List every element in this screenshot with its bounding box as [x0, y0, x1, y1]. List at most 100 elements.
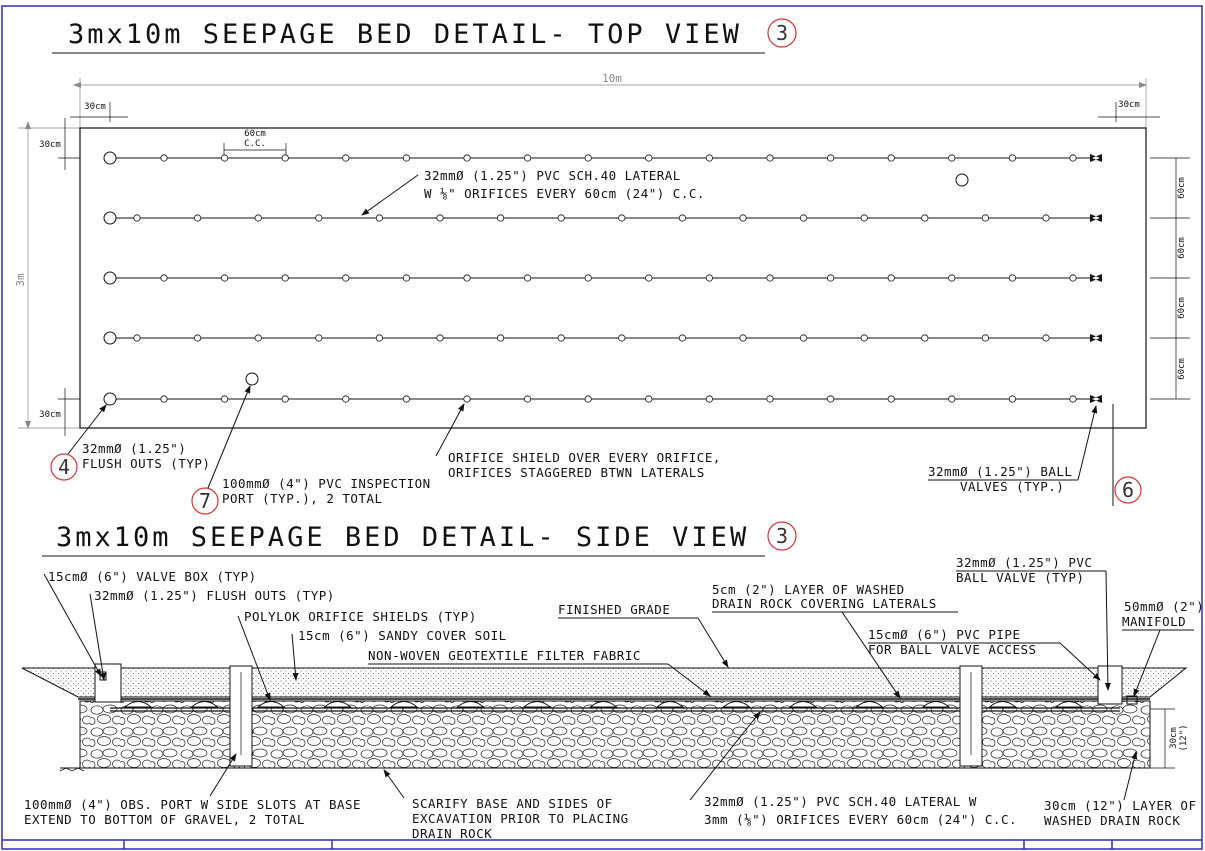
- cover-soil-leader: [291, 633, 299, 681]
- orifice: [826, 154, 835, 162]
- flush-out-leader: [67, 404, 107, 455]
- lateral-3: [103, 271, 1102, 285]
- orifice: [584, 395, 592, 403]
- ball-valve-leader: [1077, 405, 1098, 481]
- depth-label: 30cm: [1169, 727, 1179, 749]
- orifice: [1069, 154, 1077, 162]
- orifice: [826, 395, 835, 403]
- orifice-shield: [323, 701, 352, 708]
- sheet-frame: [1, 5, 1203, 850]
- orifice: [705, 395, 714, 403]
- ball-valve: [1090, 154, 1102, 162]
- orifice-shield: [389, 701, 419, 708]
- orifice: [645, 154, 653, 162]
- orifice-shield: [589, 701, 618, 708]
- scarify-note-line3: DRAIN ROCK: [412, 826, 492, 841]
- orifice-shield: [123, 701, 153, 708]
- orifice: [678, 214, 687, 222]
- orifice-shield: [456, 701, 485, 708]
- scarify-note-line1: SCARIFY BASE AND SIDES OF: [412, 796, 613, 811]
- orifice: [221, 274, 229, 282]
- orifice: [221, 395, 229, 403]
- manifold-note-line2: MANIFOLD: [1122, 614, 1186, 629]
- valve-box-leader: [43, 573, 102, 677]
- valve-box-left: [94, 663, 122, 703]
- orifice-shield-leader: [435, 403, 465, 457]
- lateral-1: [103, 151, 1102, 165]
- orifice: [523, 274, 532, 282]
- lateral-note-line1: 32mmØ (1.25") PVC SCH.40 LATERAL: [424, 168, 681, 183]
- flush-outs-note: 32mmØ (1.25") FLUSH OUTS (TYP): [94, 588, 335, 603]
- ground-hatch-left: [59, 767, 85, 772]
- ball-valve-note-line1: 32mmØ (1.25") BALL: [928, 464, 1072, 479]
- access-pipe-note-line2: FOR BALL VALVE ACCESS: [868, 642, 1037, 657]
- drain-rock-leader: [1123, 751, 1138, 801]
- lateral-spacing-label-4: 60cm: [1177, 358, 1187, 380]
- manifold-leader: [1133, 629, 1161, 697]
- flush-out: [103, 211, 117, 225]
- scarify-note-line2: EXCAVATION PRIOR TO PLACING: [412, 811, 629, 826]
- orifice: [463, 274, 471, 282]
- orifice: [496, 334, 505, 342]
- orifice-shields-note: POLYLOK ORIFICE SHIELDS (TYP): [244, 609, 477, 624]
- lateral-spacing-label-2: 60cm: [1177, 237, 1187, 259]
- orifice: [133, 334, 141, 342]
- obs-port-note-line1: 100mmØ (4") OBS. PORT W SIDE SLOTS AT BA…: [24, 797, 361, 812]
- side-lateral-note-line1: 32mmØ (1.25") PVC SCH.40 LATERAL W: [704, 794, 977, 809]
- orifice-shield-note-line2: ORIFICES STAGGERED BTWN LATERALS: [448, 465, 705, 480]
- orifice: [826, 274, 835, 282]
- orifice: [160, 154, 168, 162]
- orifice: [584, 274, 592, 282]
- flush-out-note-line2: FLUSH OUTS (TYP): [82, 456, 210, 471]
- orifice: [523, 395, 532, 403]
- orifice: [887, 274, 895, 282]
- lateral-2: [103, 211, 1102, 225]
- orifice: [375, 334, 383, 342]
- bottom-offset-label: 30cm: [39, 410, 61, 420]
- orifice-shield: [1054, 701, 1084, 708]
- top-view-title-badge: [767, 18, 797, 48]
- orifice: [766, 154, 774, 162]
- orifice: [1069, 274, 1077, 282]
- lateral-4: [103, 331, 1102, 345]
- orifice: [436, 214, 444, 222]
- orifice-spacing-sublabel: C.C.: [244, 139, 266, 149]
- lateral-note-leader: [361, 174, 419, 216]
- orifice: [645, 274, 653, 282]
- laterals: [103, 151, 1102, 406]
- orifice: [981, 334, 990, 342]
- orifice: [402, 395, 410, 403]
- lateral-spacing-label-1: 60cm: [1177, 177, 1187, 199]
- left-offset-label: 30cm: [84, 102, 106, 112]
- orifice: [948, 154, 956, 162]
- orifice: [194, 334, 202, 342]
- ball-valve-note-line2: VALVES (TYP.): [960, 479, 1064, 494]
- orifice: [705, 274, 714, 282]
- overall-length-label: 10m: [602, 72, 622, 85]
- orifice: [921, 214, 929, 222]
- orifice: [557, 334, 565, 342]
- inspection-port-note-line2: PORT (TYP.), 2 TOTAL: [222, 491, 383, 506]
- ball-valve-side-note-line1: 32mmØ (1.25") PVC: [956, 555, 1092, 570]
- ball-valve-badge-number: 6: [1122, 478, 1134, 502]
- orifice-shields-leader: [237, 615, 271, 701]
- orifice: [133, 214, 141, 222]
- side-lateral-note-line2: 3mm (⅛") ORIFICES EVERY 60cm (24") C.C.: [704, 812, 1017, 827]
- rock-cover-leader: [841, 611, 901, 699]
- obs-port-leader: [209, 753, 237, 797]
- orifice: [584, 154, 592, 162]
- inspection-port-badge: [191, 487, 219, 515]
- orifice: [557, 214, 565, 222]
- orifice: [678, 334, 687, 342]
- orifice: [342, 154, 350, 162]
- ball-valve: [1090, 214, 1102, 222]
- orifice: [948, 395, 956, 403]
- orifice: [315, 334, 323, 342]
- orifice: [436, 334, 444, 342]
- orifice: [402, 274, 410, 282]
- orifice: [281, 395, 289, 403]
- side-view-title: 3mx10m SEEPAGE BED DETAIL- SIDE VIEW: [56, 522, 749, 553]
- orifice: [799, 334, 808, 342]
